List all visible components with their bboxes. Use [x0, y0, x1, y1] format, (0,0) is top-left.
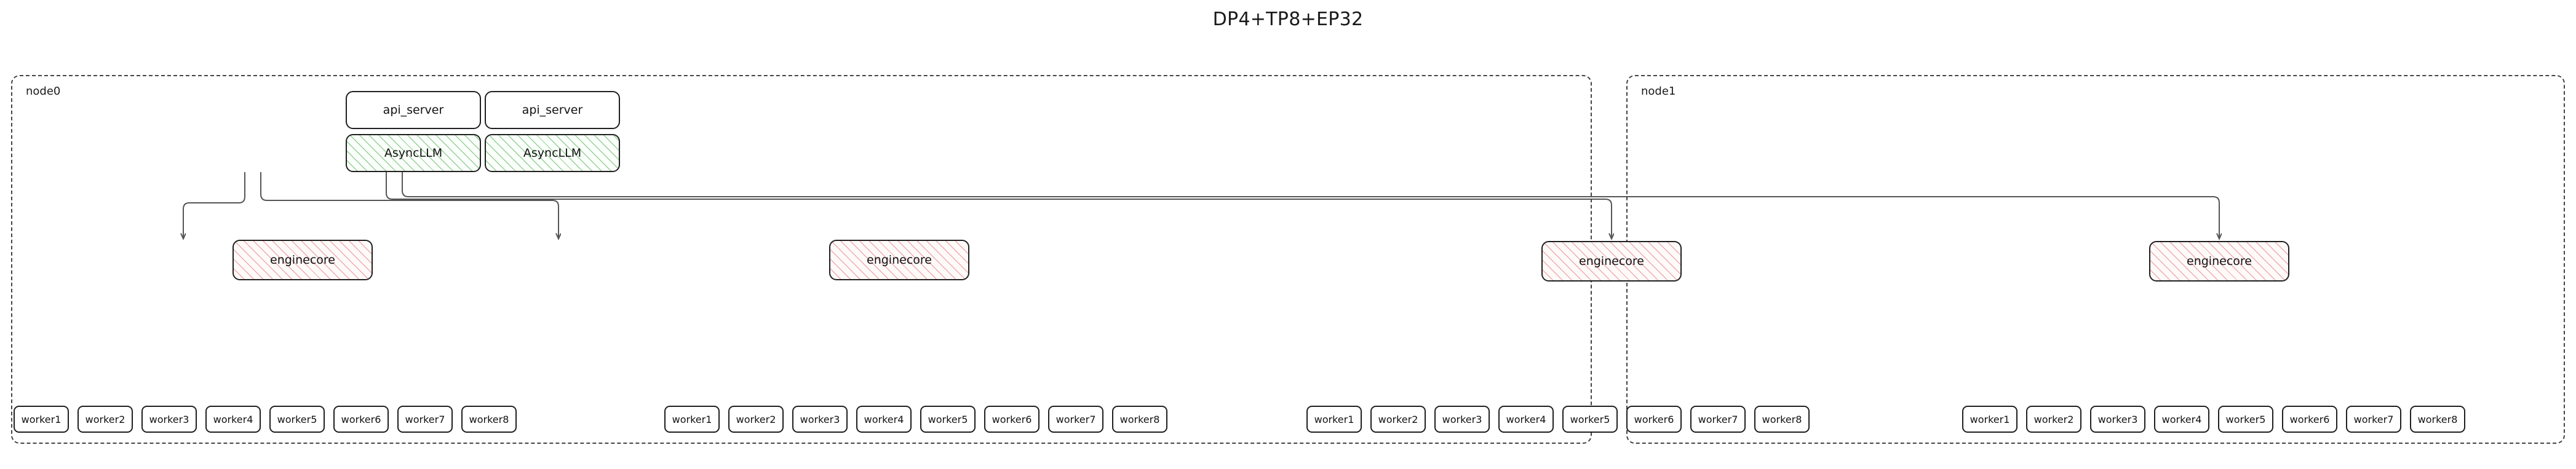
worker-box[interactable]: worker5 — [2218, 406, 2273, 433]
worker-box[interactable]: worker6 — [1626, 406, 1682, 433]
api-server-box-0[interactable]: api_server — [346, 91, 481, 129]
asyncllm-box-0[interactable]: AsyncLLM — [346, 134, 481, 172]
node-label-node1: node1 — [1641, 85, 1676, 98]
worker-box[interactable]: worker8 — [1754, 406, 1810, 433]
api-server-box-1[interactable]: api_server — [485, 91, 620, 129]
page-title: DP4+TP8+EP32 — [1212, 9, 1364, 30]
worker-box[interactable]: worker7 — [2346, 406, 2401, 433]
worker-box[interactable]: worker1 — [664, 406, 720, 433]
asyncllm-box-1[interactable]: AsyncLLM — [485, 134, 620, 172]
node-cluster-node1: node1 — [1626, 75, 2565, 444]
worker-box[interactable]: worker2 — [78, 406, 133, 433]
node-label-node0: node0 — [26, 85, 61, 98]
worker-box[interactable]: worker5 — [1562, 406, 1618, 433]
worker-box[interactable]: worker1 — [14, 406, 69, 433]
worker-box[interactable]: worker4 — [2154, 406, 2209, 433]
worker-group-node1-1: worker1 worker2 worker3 worker4 worker5 … — [1962, 406, 2465, 433]
worker-box[interactable]: worker2 — [1370, 406, 1426, 433]
worker-box[interactable]: worker3 — [141, 406, 197, 433]
worker-box[interactable]: worker7 — [1048, 406, 1103, 433]
worker-box[interactable]: worker4 — [1498, 406, 1554, 433]
enginecore-box-3[interactable]: enginecore — [2149, 241, 2289, 282]
worker-box[interactable]: worker3 — [2090, 406, 2145, 433]
worker-box[interactable]: worker6 — [984, 406, 1040, 433]
enginecore-box-1[interactable]: enginecore — [829, 240, 969, 280]
worker-box[interactable]: worker2 — [728, 406, 784, 433]
enginecore-box-2[interactable]: enginecore — [1541, 241, 1682, 282]
worker-box[interactable]: worker7 — [1690, 406, 1746, 433]
worker-box[interactable]: worker6 — [333, 406, 389, 433]
worker-box[interactable]: worker4 — [856, 406, 912, 433]
worker-group-node0-0: worker1 worker2 worker3 worker4 worker5 … — [14, 406, 517, 433]
worker-box[interactable]: worker5 — [920, 406, 976, 433]
worker-box[interactable]: worker1 — [1962, 406, 2017, 433]
worker-box[interactable]: worker3 — [792, 406, 848, 433]
worker-box[interactable]: worker3 — [1434, 406, 1490, 433]
worker-box[interactable]: worker8 — [2410, 406, 2465, 433]
worker-box[interactable]: worker2 — [2026, 406, 2081, 433]
worker-box[interactable]: worker8 — [461, 406, 517, 433]
worker-box[interactable]: worker1 — [1306, 406, 1362, 433]
worker-group-node0-1: worker1 worker2 worker3 worker4 worker5 … — [664, 406, 1167, 433]
worker-group-node1-0: worker1 worker2 worker3 worker4 worker5 … — [1306, 406, 1810, 433]
worker-box[interactable]: worker8 — [1112, 406, 1167, 433]
worker-box[interactable]: worker6 — [2282, 406, 2337, 433]
worker-box[interactable]: worker7 — [397, 406, 453, 433]
worker-box[interactable]: worker4 — [205, 406, 261, 433]
worker-box[interactable]: worker5 — [269, 406, 325, 433]
enginecore-box-0[interactable]: enginecore — [233, 240, 373, 280]
